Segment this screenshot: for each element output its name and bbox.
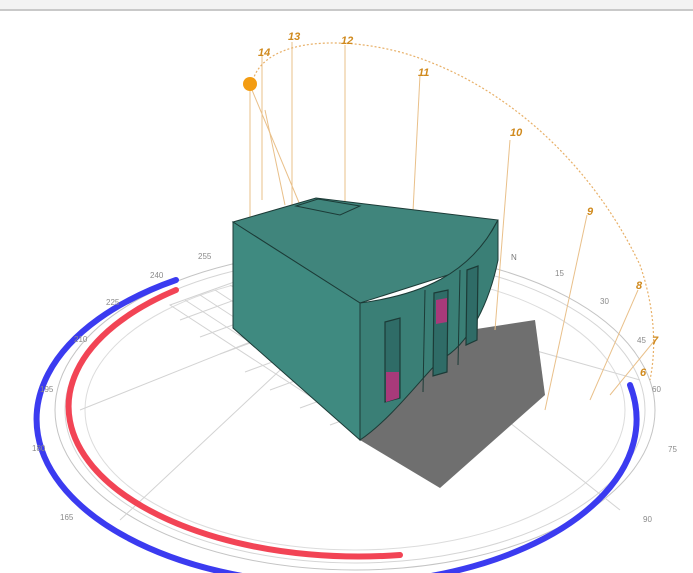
roof-skylight — [294, 198, 362, 216]
summer-solstice-arc — [65, 287, 403, 560]
window-1-highlight — [386, 372, 399, 402]
hour-label-10: 10 — [510, 127, 523, 139]
building-shadow — [360, 320, 545, 488]
azimuth-label-15: 15 — [555, 269, 564, 278]
sun-icon[interactable] — [243, 77, 257, 91]
winter-solstice-arc — [33, 277, 640, 573]
window-3[interactable] — [465, 265, 479, 346]
hour-label-9: 9 — [587, 206, 594, 218]
building-model[interactable] — [231, 197, 499, 442]
azimuth-label-225: 225 — [106, 298, 120, 307]
hour-label-8: 8 — [636, 280, 643, 292]
azimuth-label-180: 180 — [32, 444, 46, 453]
azimuth-label-195: 195 — [40, 385, 54, 394]
hour-label-11: 11 — [418, 67, 429, 79]
azimuth-label-30: 30 — [600, 297, 609, 306]
azimuth-label-255: 255 — [198, 252, 212, 261]
azimuth-label-165: 165 — [60, 513, 74, 522]
azimuth-label-210: 210 — [74, 335, 88, 344]
sun-path-curve — [251, 42, 655, 381]
hour-label-6: 6 — [640, 367, 647, 379]
azimuth-label-240: 240 — [150, 271, 164, 280]
azimuth-label-75: 75 — [668, 445, 677, 454]
compass-north-label: N — [511, 253, 517, 262]
hour-label-13: 13 — [288, 31, 300, 43]
azimuth-label-90: 90 — [643, 515, 652, 524]
azimuth-label-45: 45 — [637, 336, 646, 345]
hour-label-14: 14 — [258, 47, 270, 59]
hour-label-7: 7 — [652, 335, 659, 347]
azimuth-label-60: 60 — [652, 385, 661, 394]
viewport-top-border — [0, 0, 693, 11]
hour-label-12: 12 — [341, 35, 353, 47]
window-2-highlight — [436, 298, 447, 324]
